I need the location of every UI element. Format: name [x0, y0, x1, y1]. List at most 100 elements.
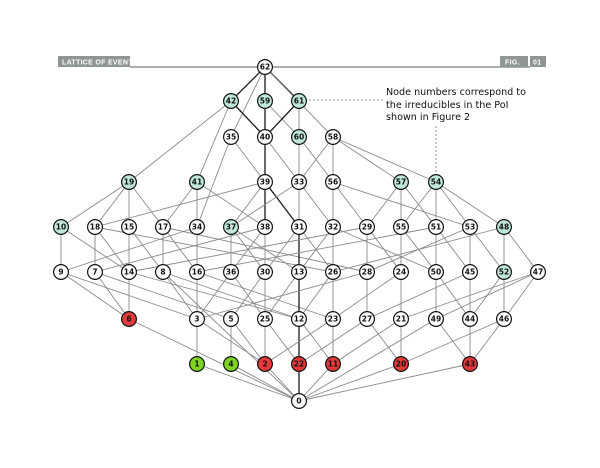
node-23: 23 [325, 311, 342, 328]
edge-34-9 [60, 226, 198, 273]
node-circle [325, 174, 342, 191]
node-circle [529, 264, 546, 281]
node-5: 5 [223, 311, 240, 328]
edge-29-24 [366, 226, 402, 273]
node-label: 58 [328, 133, 338, 142]
node-label: 57 [396, 178, 406, 187]
node-label: 3 [194, 315, 199, 324]
edge-42-40 [230, 100, 266, 138]
node-label: 50 [431, 268, 441, 277]
edge-11-0 [298, 363, 334, 402]
node-circle [462, 311, 479, 328]
node-circle [496, 219, 513, 236]
node-circle [120, 174, 137, 191]
node-label: 45 [465, 268, 475, 277]
edge-43-0 [298, 363, 471, 402]
node-circle [189, 219, 206, 236]
node-label: 34 [192, 223, 202, 232]
edge-49-0 [298, 318, 437, 402]
node-22: 22 [291, 356, 308, 373]
node-42: 42 [223, 92, 240, 109]
node-circle [86, 219, 103, 236]
edge-8-3 [162, 271, 198, 320]
node-label: 30 [260, 268, 270, 277]
header-fig-label: FIG. [505, 60, 520, 67]
node-label: 24 [396, 268, 406, 277]
header-title: LATTICE OF EVENTS [62, 60, 138, 67]
node-label: 4 [228, 360, 233, 369]
annotation-line: shown in Figure 2 [386, 112, 471, 123]
edge-19-17 [128, 181, 164, 228]
node-label: 42 [226, 97, 236, 106]
node-circle [86, 264, 103, 281]
node-label: 13 [294, 268, 304, 277]
node-circle [291, 311, 308, 328]
node-30: 30 [257, 264, 274, 281]
edge-35-34 [196, 136, 232, 228]
edge-33-37 [230, 181, 300, 228]
node-circle [120, 264, 137, 281]
node-circle [325, 129, 342, 146]
node-4: 4 [223, 356, 240, 373]
node-label: 49 [431, 315, 441, 324]
node-16: 16 [189, 264, 206, 281]
node-label: 36 [226, 268, 236, 277]
node-circle [223, 219, 240, 236]
node-49: 49 [428, 311, 445, 328]
node-circle [52, 219, 69, 236]
node-label: 0 [296, 397, 301, 406]
node-6: 6 [120, 311, 137, 328]
node-circle [291, 393, 308, 410]
node-circle [155, 219, 172, 236]
edge-47-21 [400, 271, 539, 320]
node-circle [496, 311, 513, 328]
node-circle [223, 356, 240, 373]
node-56: 56 [325, 174, 342, 191]
edge-48-26 [332, 226, 505, 273]
node-31: 31 [291, 219, 308, 236]
node-39: 39 [257, 174, 274, 191]
node-label: 22 [294, 360, 304, 369]
node-label: 9 [58, 268, 63, 277]
edge-7-6 [94, 271, 130, 320]
node-44: 44 [462, 311, 479, 328]
node-48: 48 [496, 219, 513, 236]
edge-33-32 [298, 181, 334, 228]
edge-24-23 [332, 271, 402, 320]
node-27: 27 [359, 311, 376, 328]
node-label: 10 [56, 223, 66, 232]
edge-36-3 [196, 271, 232, 320]
header-fig-number: 01 [533, 60, 541, 67]
edge-42-41 [196, 100, 232, 183]
node-label: 5 [228, 315, 233, 324]
annotation-line: Node numbers correspond to [386, 87, 526, 98]
node-label: 32 [328, 223, 338, 232]
node-circle [393, 264, 410, 281]
edge-41-38 [196, 181, 266, 228]
edge-18-14 [94, 226, 130, 273]
node-47: 47 [529, 264, 546, 281]
node-label: 37 [226, 223, 236, 232]
node-label: 14 [124, 268, 134, 277]
edge-46-20 [400, 318, 505, 365]
node-34: 34 [189, 219, 206, 236]
node-circle [393, 356, 410, 373]
edge-53-52 [469, 226, 505, 273]
edge-1-0 [196, 363, 300, 402]
node-label: 60 [294, 133, 304, 142]
node-circle [428, 311, 445, 328]
node-46: 46 [496, 311, 513, 328]
node-8: 8 [155, 264, 172, 281]
node-circle [291, 92, 308, 109]
edge-51-16 [196, 226, 437, 273]
edge-5-2 [230, 318, 266, 365]
node-label: 62 [260, 63, 270, 72]
header-fig-bar [500, 56, 528, 67]
node-circle [155, 264, 172, 281]
node-19: 19 [120, 174, 137, 191]
node-label: 41 [192, 178, 202, 187]
node-17: 17 [155, 219, 172, 236]
node-circle [257, 219, 274, 236]
node-label: 39 [260, 178, 270, 187]
